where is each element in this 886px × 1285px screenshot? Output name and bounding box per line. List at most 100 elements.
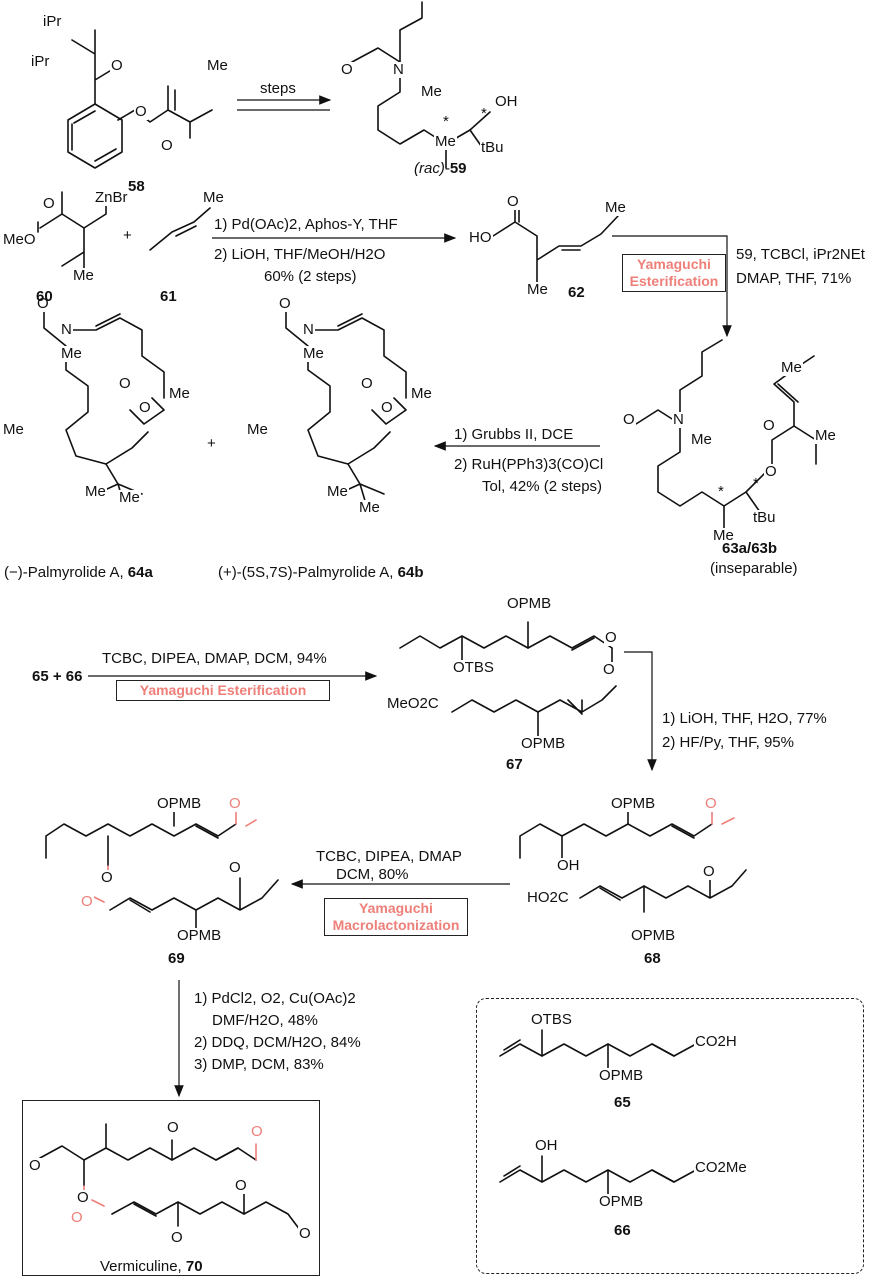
- plus-sign-1: +: [122, 227, 133, 244]
- atom-o-69d: O: [80, 893, 94, 910]
- atom-o-64b: O: [278, 295, 292, 312]
- atom-o-64a: O: [36, 295, 50, 312]
- atom-o-68: O: [704, 795, 718, 812]
- atom-o-64b-b: O: [360, 375, 374, 392]
- structure-58: [67, 29, 213, 169]
- atom-o-67: O: [604, 629, 618, 646]
- product-frame-70: [22, 1100, 320, 1276]
- yamaguchi-box-2: Yamaguchi Esterification: [116, 680, 330, 701]
- atom-me-62b: Me: [604, 199, 627, 216]
- atom-otbs-67: OTBS: [452, 659, 495, 676]
- atom-opmb-68b: OPMB: [630, 927, 677, 944]
- atom-opmb-69b: OPMB: [176, 927, 223, 944]
- atom-n-59: N: [392, 61, 405, 78]
- stereo-star-1: *: [443, 113, 449, 130]
- atom-me-63: Me: [712, 527, 735, 544]
- building-blocks-frame: [476, 998, 864, 1274]
- compound-label-60: 60: [36, 288, 53, 305]
- atom-o-64a-b: O: [118, 375, 132, 392]
- atom-me-64b: Me: [246, 421, 269, 438]
- atom-opmb-67b: OPMB: [520, 735, 567, 752]
- atom-opmb-69a: OPMB: [156, 795, 203, 812]
- cond-r5-line1: 1) LiOH, THF, H2O, 77%: [662, 710, 827, 727]
- atom-oh-68: OH: [556, 857, 581, 874]
- atom-o-63b: O: [764, 463, 778, 480]
- atom-o-68b: O: [702, 863, 716, 880]
- compound-label-64a: (−)-Palmyrolide A, 64a: [4, 564, 153, 581]
- atom-tbu-63: tBu: [752, 509, 777, 526]
- atom-me-59n: Me: [420, 83, 443, 100]
- atom-me-61: Me: [202, 189, 225, 206]
- atom-me-64a-t2: Me: [118, 489, 141, 506]
- cond-r4-reactants: 65 + 66: [32, 668, 83, 685]
- atom-opmb-67a: OPMB: [506, 595, 553, 612]
- cond-r3-line3: Tol, 42% (2 steps): [482, 478, 603, 495]
- atom-me-63d: Me: [780, 359, 803, 376]
- atom-o-58a: O: [110, 57, 124, 74]
- atom-opmb-66: OPMB: [598, 1193, 645, 1210]
- compound-label-59: (rac)-59: [414, 160, 467, 177]
- cond-r7-line2: DMF/H2O, 48%: [212, 1012, 318, 1029]
- compound-label-63: 63a/63b: [722, 540, 778, 557]
- cond-r7-line1: 1) PdCl2, O2, Cu(OAc)2: [194, 990, 356, 1007]
- atom-o-69c: O: [100, 869, 114, 886]
- atom-me-60: Me: [72, 267, 95, 284]
- atom-o-62: O: [506, 193, 520, 210]
- compound-label-64b: (+)-(5S,7S)-Palmyrolide A, 64b: [218, 564, 424, 581]
- plus-sign-2: +: [206, 435, 217, 452]
- atom-me-63c: Me: [814, 427, 837, 444]
- atom-o-58b: O: [134, 103, 148, 120]
- atom-o-69a: O: [228, 795, 242, 812]
- structure-65: [499, 1029, 697, 1069]
- atom-o-64b-c: O: [380, 399, 394, 416]
- atom-me-64b-b: Me: [410, 385, 433, 402]
- atom-opmb-65: OPMB: [598, 1067, 645, 1084]
- atom-me-64b-n: Me: [302, 345, 325, 362]
- cond-r3-line2: 2) RuH(PPh3)3(CO)Cl: [454, 456, 604, 473]
- structure-69: [45, 799, 279, 931]
- atom-o-64a-c: O: [138, 399, 152, 416]
- atom-me-64a-b: Me: [168, 385, 191, 402]
- atom-meo2c-67: MeO2C: [386, 695, 440, 712]
- atom-oh-59: OH: [494, 93, 519, 110]
- atom-o-60: O: [42, 195, 56, 212]
- structure-62: [492, 197, 619, 286]
- structure-68: [519, 799, 747, 913]
- atom-tbu-59: tBu: [480, 139, 505, 156]
- compound-label-70: Vermiculine, 70: [100, 1258, 203, 1275]
- atom-o-70g: O: [170, 1229, 184, 1246]
- atom-o-63: O: [622, 411, 636, 428]
- compound-label-66: 66: [614, 1222, 631, 1239]
- structure-61: [149, 207, 211, 251]
- atom-me-64b-t1: Me: [326, 483, 349, 500]
- atom-ipr-1: iPr: [42, 13, 63, 30]
- atom-o-63c: O: [762, 417, 776, 434]
- atom-me-64a-n: Me: [60, 345, 83, 362]
- atom-o-58c: O: [160, 137, 174, 154]
- atom-o-70e: O: [76, 1189, 90, 1206]
- atom-me-64b-t2: Me: [358, 499, 381, 516]
- cond-r4-line1: TCBC, DIPEA, DMAP, DCM, 94%: [102, 650, 327, 667]
- atom-o-70b: O: [250, 1123, 264, 1140]
- arrow-67-to-68: [624, 651, 657, 772]
- yamaguchi-box-1: Yamaguchi Esterification: [622, 254, 726, 292]
- stereo-star-3: *: [718, 483, 724, 500]
- atom-me-59: Me: [434, 133, 457, 150]
- cond-r6-line1: TCBC, DIPEA, DMAP: [316, 848, 462, 865]
- structure-60: [37, 191, 107, 273]
- atom-co2me-66: CO2Me: [694, 1159, 748, 1176]
- atom-znbr: ZnBr: [94, 189, 129, 206]
- compound-label-62: 62: [568, 284, 585, 301]
- yamaguchi-box-3: Yamaguchi Macrolactonization: [324, 898, 468, 936]
- cond-r1-line3: 60% (2 steps): [264, 268, 357, 285]
- cond-r2-line1: 59, TCBCl, iPr2NEt: [736, 246, 865, 263]
- compound-label-69: 69: [168, 950, 185, 967]
- atom-me-64a: Me: [2, 421, 25, 438]
- compound-note-63: (inseparable): [710, 560, 798, 577]
- atom-o-59: O: [340, 61, 354, 78]
- stereo-star-4: *: [753, 475, 759, 492]
- cond-r7-line4: 3) DMP, DCM, 83%: [194, 1056, 324, 1073]
- atom-o-69b: O: [228, 859, 242, 876]
- atom-o-70h: O: [298, 1225, 312, 1242]
- compound-label-61: 61: [160, 288, 177, 305]
